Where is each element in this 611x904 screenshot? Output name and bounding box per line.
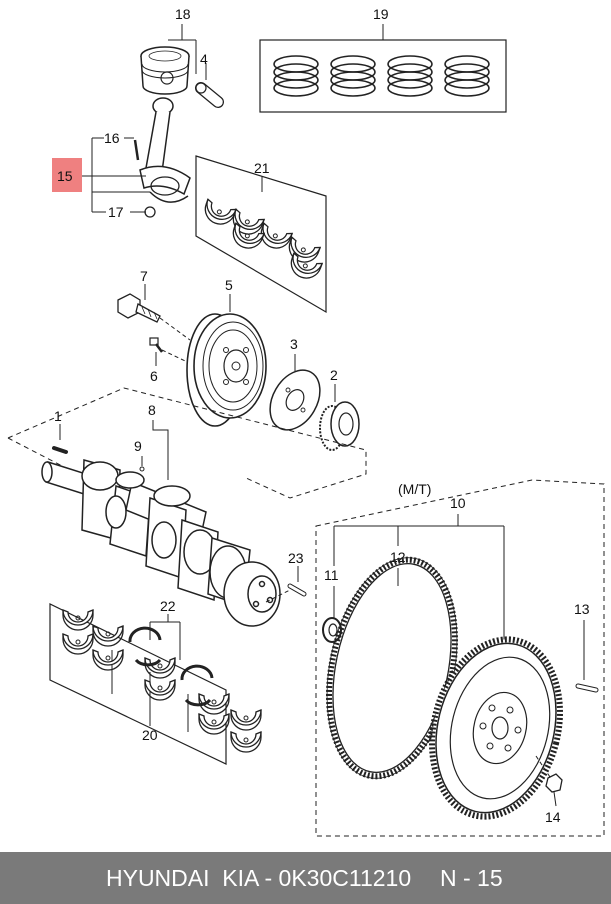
flywheel-bolt (535, 755, 563, 807)
connecting-rod (133, 97, 191, 218)
crankshaft-outline (7, 387, 367, 499)
footer-bar: HYUNDAI KIA - 0K30C11210 N - 15 (0, 852, 611, 904)
timing-plate (269, 354, 321, 431)
piston-assembly (140, 24, 197, 95)
label-11[interactable]: 11 (324, 567, 339, 583)
page-reference: N - 15 (440, 865, 503, 891)
pulley-bolt (117, 284, 191, 341)
crank-key (52, 424, 68, 454)
main-bearing-set (49, 603, 262, 765)
label-7[interactable]: 7 (140, 268, 148, 284)
crank-sprocket (319, 384, 360, 451)
label-9[interactable]: 9 (134, 438, 142, 454)
label-21[interactable]: 21 (254, 160, 270, 176)
label-18[interactable]: 18 (175, 6, 191, 22)
part-number-text: HYUNDAI KIA - 0K30C11210 (106, 865, 412, 891)
crankshaft (41, 459, 281, 627)
label-16[interactable]: 16 (104, 130, 120, 146)
label-22[interactable]: 22 (160, 598, 176, 614)
flywheel-dowel (575, 620, 599, 693)
dowel-pin (265, 566, 307, 603)
label-3[interactable]: 3 (290, 336, 298, 352)
leader-22 (149, 614, 181, 660)
variant-label: (M/T) (398, 481, 431, 497)
label-5[interactable]: 5 (225, 277, 233, 293)
piston-pin (195, 63, 224, 108)
label-6[interactable]: 6 (150, 368, 158, 384)
label-20[interactable]: 20 (142, 727, 158, 743)
label-17[interactable]: 17 (108, 204, 124, 220)
label-23[interactable]: 23 (288, 550, 304, 566)
damper-pulley (186, 294, 267, 427)
flywheel (429, 636, 563, 820)
bracket-15-16-17 (82, 137, 150, 213)
label-10[interactable]: 10 (450, 495, 466, 511)
label-15[interactable]: 15 (57, 168, 73, 184)
label-2[interactable]: 2 (330, 367, 338, 383)
highlight-box (52, 158, 82, 192)
label-4[interactable]: 4 (200, 51, 208, 67)
label-19[interactable]: 19 (373, 6, 389, 22)
conrod-bearing-set (195, 155, 327, 314)
small-bolt (149, 337, 201, 369)
label-12[interactable]: 12 (390, 549, 406, 565)
leader-8 (152, 420, 169, 480)
label-14[interactable]: 14 (545, 809, 561, 825)
label-8[interactable]: 8 (148, 402, 156, 418)
mt-outline (315, 479, 605, 837)
leader-10 (333, 514, 505, 676)
label-13[interactable]: 13 (574, 601, 590, 617)
leader-9 (139, 456, 145, 472)
parts-diagram: 18 4 19 15 16 17 (7, 6, 605, 837)
piston-rings-set (259, 24, 507, 113)
label-1[interactable]: 1 (54, 408, 62, 424)
